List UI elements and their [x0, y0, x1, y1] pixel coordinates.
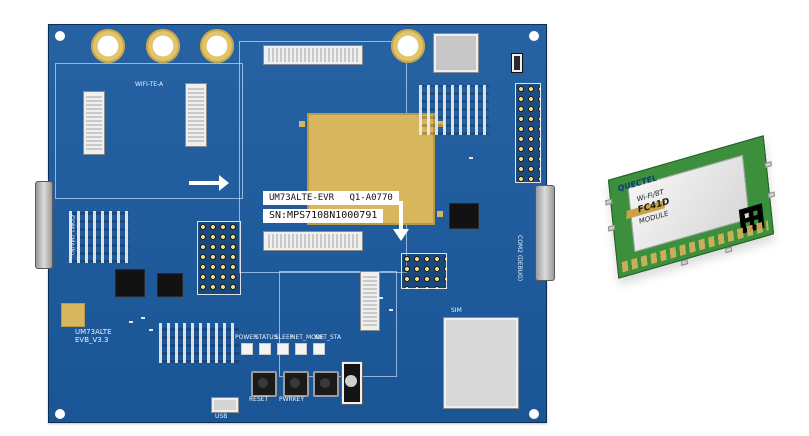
pwrkey-button: [283, 371, 309, 397]
module-landing-pad: [299, 113, 443, 225]
arrow-head-right: [219, 175, 229, 191]
third-button: [313, 371, 339, 397]
jack-hole: [345, 375, 357, 387]
module-pin: [680, 258, 689, 266]
serial-number: SN:MPS7108N1000791: [269, 210, 378, 221]
mounting-hole: [529, 409, 539, 419]
led-net-mode: [295, 343, 307, 355]
usb-label: USB: [215, 413, 228, 420]
mounting-hole-gold: [391, 29, 425, 63]
sim-label: SIM: [451, 307, 462, 314]
ic-chip: [448, 201, 480, 231]
mounting-hole-gold: [146, 29, 180, 63]
com2-label: COM2 (DEBUG): [516, 235, 523, 282]
led-net-sta: [313, 343, 325, 355]
reset-label: RESET: [249, 396, 269, 403]
pad-corner: [437, 211, 443, 217]
ic-chip: [156, 271, 184, 299]
usb-port: [211, 397, 239, 413]
led-power: [241, 343, 253, 355]
module-pin: [605, 198, 613, 206]
wifi-label: WIFI-TE-A: [135, 81, 164, 88]
passive-component: [141, 317, 145, 319]
module-id: UM73ALTE-EVR: [269, 193, 335, 203]
sd-card-socket: [433, 33, 479, 73]
pin-header: [401, 253, 447, 289]
smd-components: [159, 323, 239, 363]
rf-module: QUECTEL Wi-Fi/BT FC41D MODULE: [605, 135, 776, 279]
com1-db9-connector: [35, 181, 53, 269]
arrow-head-down: [393, 229, 409, 241]
pwrkey-label: PWRKEY: [279, 396, 305, 403]
smd-components: [69, 211, 129, 263]
board-rev: EVB_V3.3: [75, 336, 109, 344]
passive-component: [129, 321, 133, 323]
arrow-right: [189, 181, 223, 185]
module-rev: Q1-A0770: [349, 193, 393, 203]
serial-label: SN:MPS7108N1000791: [263, 209, 384, 223]
module-pin: [725, 246, 733, 254]
module-connector-bottom: [263, 231, 363, 251]
mounting-hole: [529, 31, 539, 41]
mounting-hole-gold: [91, 29, 125, 63]
wifi-board-connector-right: [185, 83, 207, 147]
mounting-hole-gold: [200, 29, 234, 63]
led-status-label: STATUS: [255, 334, 278, 341]
com1-label: COM1 (MAIN): [68, 215, 75, 256]
led-sleep-label: SLEEP: [275, 334, 294, 341]
reset-button: [251, 371, 277, 397]
gold-pad: [61, 303, 85, 327]
module-wrap: QUECTEL Wi-Fi/BT FC41D MODULE: [570, 135, 800, 290]
pad-corner: [299, 121, 305, 127]
arrow-down: [399, 201, 403, 231]
module-connector-top: [263, 45, 363, 65]
led-status: [259, 343, 271, 355]
led-net-sta-label: NET_STA: [315, 334, 342, 341]
led-power-label: POWER: [235, 334, 258, 341]
smd-components: [419, 85, 489, 135]
mounting-hole: [55, 409, 65, 419]
dev-board: UM73ALTE-EVR Q1-A0770 SN:MPS7108N1000791: [35, 24, 555, 423]
passive-component: [149, 329, 153, 331]
passive-component: [389, 309, 393, 311]
connector-lower-right: [360, 271, 380, 331]
module-id-label: UM73ALTE-EVR Q1-A0770: [263, 191, 399, 205]
sim-card-socket: [443, 317, 519, 409]
pin-header: [197, 221, 241, 295]
passive-component: [469, 157, 473, 159]
pin-header: [515, 83, 541, 183]
com2-db9-connector: [535, 185, 555, 281]
ic-chip: [114, 267, 146, 299]
switch: [511, 53, 523, 73]
module-pin: [764, 161, 772, 169]
led-net-label: NET_MODE: [291, 334, 325, 341]
module-pin: [767, 191, 776, 199]
led-sleep: [277, 343, 289, 355]
board-name: UM73ALTE: [75, 328, 112, 336]
mounting-hole: [55, 31, 65, 41]
wifi-board-connector-left: [83, 91, 105, 155]
module-pin: [607, 224, 616, 232]
passive-component: [379, 297, 383, 299]
